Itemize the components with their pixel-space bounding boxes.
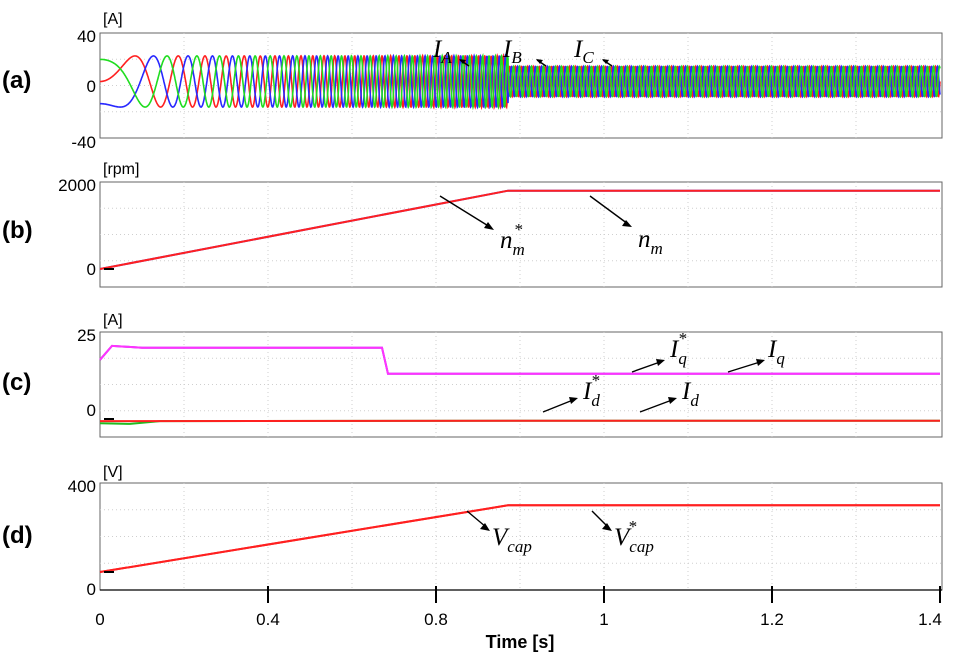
annotation-id-sub: d	[690, 391, 699, 410]
panel-c-plot	[99, 331, 943, 438]
panel-label-b: (b)	[2, 217, 33, 244]
arrow-vcap	[466, 510, 487, 528]
arrow-id-ref	[542, 399, 574, 413]
arrowhead-ia	[459, 59, 466, 64]
annotation-nm-ref: nm*	[500, 220, 525, 259]
annotation-ia-sub: A	[440, 48, 452, 67]
panel-label-c: (c)	[2, 369, 31, 396]
annotation-iq-ref-sub: q	[678, 349, 687, 368]
x-tick-1: 1	[599, 610, 608, 629]
annotation-iq-ref: Iq*	[669, 329, 687, 368]
panel-a-plot	[99, 32, 943, 139]
arrowhead-nm-ref	[484, 222, 494, 230]
panel-c-grid	[100, 332, 942, 437]
series-nm	[99, 189, 940, 270]
annotation-id-ref-sub: d	[591, 391, 600, 410]
arrowhead-ic	[602, 59, 609, 64]
ytick-a-mid: 0	[87, 77, 96, 96]
annotation-id-ref: Id*	[582, 371, 600, 410]
ylabel-a: [A]	[103, 11, 123, 28]
arrow-nm	[589, 195, 629, 225]
panel-b-series	[99, 189, 940, 270]
arrow-iq-ref	[631, 361, 661, 373]
arrowhead-vcap	[480, 523, 490, 531]
series-iq	[99, 344, 940, 375]
ytick-c-bottom: 0	[87, 401, 96, 420]
panel-b-grid	[100, 182, 942, 287]
x-tick-0.8: 0.8	[424, 610, 448, 629]
panel-d-grid	[100, 483, 942, 590]
arrow-id	[639, 399, 673, 413]
annotation-ib-sub: B	[511, 48, 522, 67]
x-tick-0.4: 0.4	[256, 610, 280, 629]
arrowhead-iq-ref	[656, 359, 665, 366]
ytick-d-top: 400	[68, 477, 96, 496]
ytick-b-top: 2000	[58, 176, 96, 195]
x-axis: 0 0.4 0.8 1 1.2 1.4 Time [s]	[95, 586, 942, 652]
arrow-iq	[727, 361, 761, 373]
panel-b-plot	[99, 181, 943, 288]
series-vcap-ref	[99, 504, 940, 573]
series-ia	[100, 52, 941, 111]
x-axis-label: Time [s]	[486, 632, 555, 652]
arrowhead-nm	[622, 220, 632, 227]
annotation-nm-ref-sup: *	[514, 220, 523, 239]
annotation-id-ref-sup: *	[591, 371, 600, 390]
ytick-a-top: 40	[77, 27, 96, 46]
ytick-c-top: 25	[77, 326, 96, 345]
x-tick-1.2: 1.2	[760, 610, 784, 629]
panel-d-plot	[99, 482, 943, 591]
annotations-d: Vcap Vcap*	[466, 510, 654, 556]
panel-a-series	[100, 52, 941, 111]
arrowhead-id	[668, 397, 677, 404]
panel-label-d: (d)	[2, 522, 33, 549]
annotation-iq-ref-sup: *	[678, 329, 687, 348]
ylabel-d: [V]	[103, 464, 123, 481]
ytick-b-bottom: 0	[87, 260, 96, 279]
annotation-nm: nm	[638, 226, 663, 258]
panel-d-series	[99, 504, 940, 573]
series-ib	[100, 53, 941, 110]
ytick-d-bottom: 0	[87, 580, 96, 599]
arrowhead-vcap-ref	[602, 523, 612, 531]
arrowhead-ib	[536, 59, 543, 64]
annotation-nm-sub: m	[651, 239, 663, 258]
arrow-nm-ref	[439, 195, 491, 228]
ytick-a-bottom: -40	[71, 133, 96, 152]
annotation-iq-sub: q	[776, 349, 785, 368]
series-ic	[100, 53, 941, 111]
x-tick-0: 0	[95, 610, 104, 629]
arrowhead-iq	[756, 359, 765, 366]
annotation-ia: IA	[432, 36, 452, 67]
arrow-vcap-ref	[591, 510, 609, 528]
ylabel-c: [A]	[103, 312, 123, 329]
panel-c-series	[99, 344, 940, 425]
annotation-vcap-ref-sup: *	[628, 517, 637, 536]
annotation-vcap-ref-sub: cap	[629, 537, 654, 556]
annotation-nm-ref-sub: m	[513, 240, 525, 259]
annotations-b: nm* nm	[439, 195, 663, 259]
panel-label-a: (a)	[2, 67, 31, 94]
annotation-vcap-sub: cap	[507, 537, 532, 556]
ylabel-b: [rpm]	[103, 161, 139, 178]
x-tick-1.4: 1.4	[918, 610, 942, 629]
arrowhead-id-ref	[569, 397, 578, 404]
annotation-ic-sub: C	[582, 48, 594, 67]
annotation-vcap-ref: Vcap*	[614, 517, 654, 556]
